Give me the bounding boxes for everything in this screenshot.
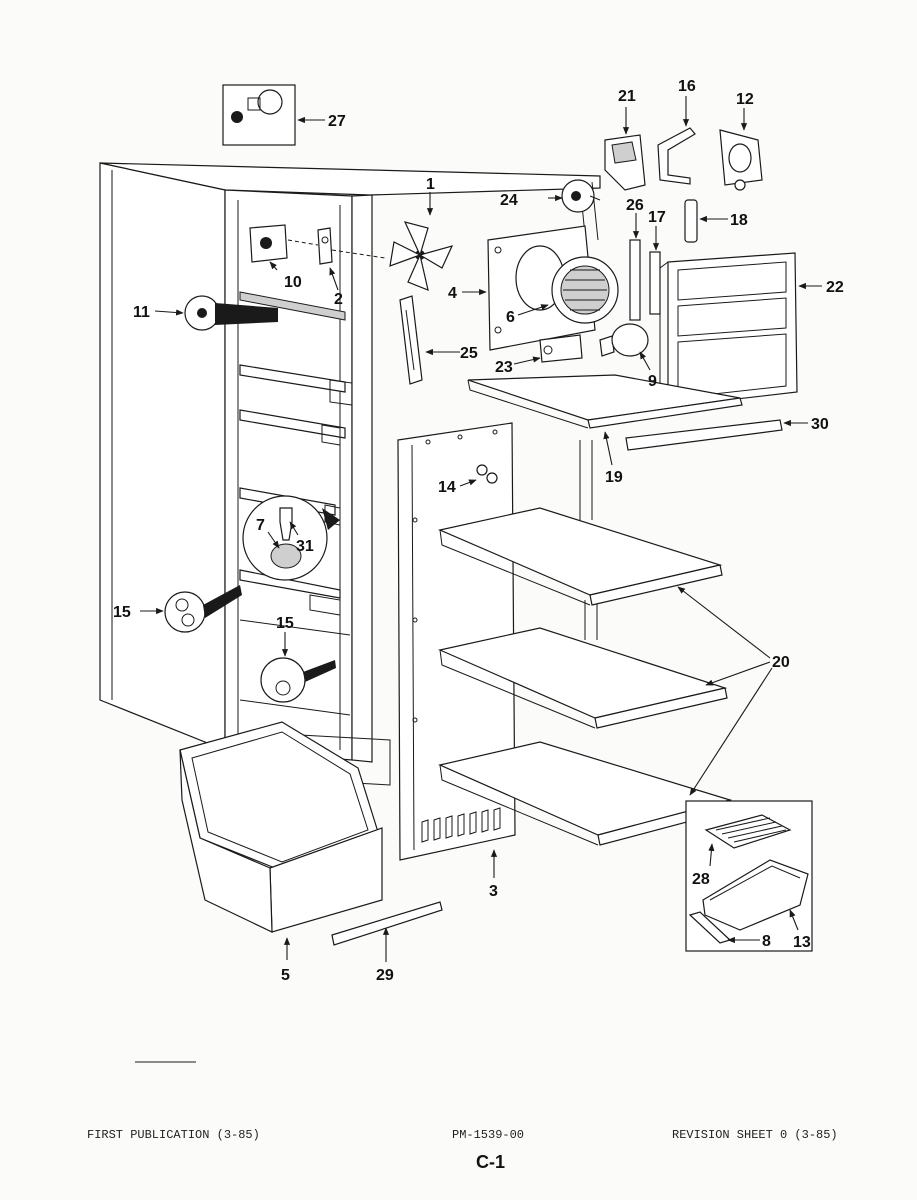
label-28: 28 [692,871,710,888]
part-5-freezer-basket [179,721,383,933]
part-23-lamp-socket [539,334,583,363]
label-19: 19 [605,469,623,486]
label-12: 12 [736,91,754,108]
label-30: 30 [811,416,829,433]
label-4: 4 [448,285,457,302]
label-25: 25 [460,345,478,362]
part-18-tube [684,199,698,243]
part-20-shelf-upper [438,507,723,606]
part-15-hinge-pin-upper [164,585,242,633]
part-28-ice-tray [704,814,792,849]
label-18: 18 [730,212,748,229]
page-footer: FIRST PUBLICATION (3-85) PM-1539-00 REVI… [87,1128,838,1172]
label-2: 2 [334,291,343,308]
part-16-hanger [657,127,696,185]
part-30-shelf-trim [625,419,783,451]
part-2-switch [317,227,333,265]
label-7: 7 [256,517,265,534]
label-21: 21 [618,88,636,105]
label-13: 13 [793,934,811,951]
label-24: 24 [500,192,518,209]
label-26: 26 [626,197,644,214]
part-12-light-shield [719,129,763,191]
part-1-fan-blade [389,221,454,291]
label-14: 14 [438,479,456,496]
label-29: 29 [376,967,394,984]
label-31: 31 [296,538,314,555]
label-9: 9 [648,373,657,390]
label-15-lower: 15 [276,615,294,632]
label-1: 1 [426,176,435,193]
label-5: 5 [281,967,290,984]
page-number: C-1 [476,1152,505,1172]
part-17-strip [649,251,661,315]
part-10-defrost-timer [249,224,288,263]
part-9-light-bulb [599,323,649,357]
label-23: 23 [495,359,513,376]
label-10: 10 [284,274,302,291]
label-11: 11 [133,304,150,321]
label-3: 3 [489,883,498,900]
part-7-31-hinge-detail [242,495,340,581]
part-25-bracket [399,295,423,385]
label-20: 20 [772,654,790,671]
part-22-dairy-compartment [659,252,798,411]
label-15-upper: 15 [113,604,131,621]
footer-first-publication: FIRST PUBLICATION (3-85) [87,1128,260,1142]
part-20-shelf-middle [438,627,728,729]
label-17: 17 [648,209,666,226]
part-13-ice-bin [702,859,809,931]
part-6-fan-grille [551,256,619,324]
footer-revision-sheet: REVISION SHEET 0 (3-85) [672,1128,838,1142]
part-14-screws [476,464,498,484]
label-16: 16 [678,78,696,95]
label-8: 8 [762,933,771,950]
part-19-top-shelf [467,374,743,429]
part-15-hinge-pin-lower [260,657,336,703]
footer-document-number: PM-1539-00 [452,1128,524,1142]
part-27-control-knob-box [222,84,296,146]
part-number-labels: 27 21 16 12 24 26 17 18 22 1 10 2 4 11 6… [113,78,844,984]
label-22: 22 [826,279,844,296]
part-11-freezer-light [184,295,278,331]
part-29-kickplate [331,901,443,946]
label-6: 6 [506,309,515,326]
part-26-strip [629,239,641,321]
part-21-bracket [604,134,646,191]
label-27: 27 [328,113,346,130]
